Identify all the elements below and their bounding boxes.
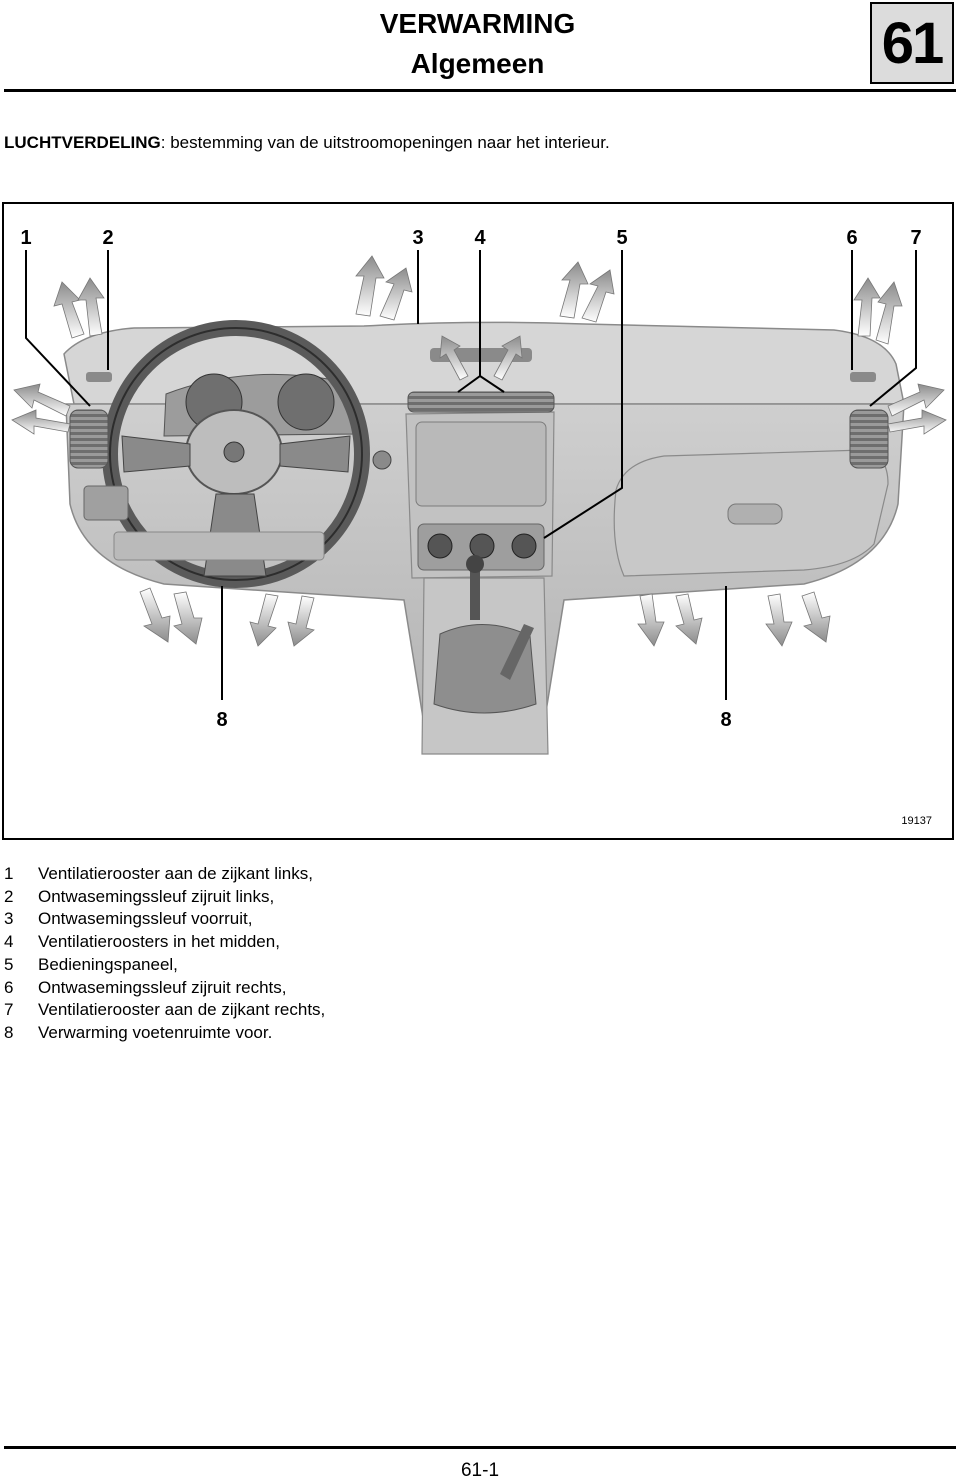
page-subtitle: Algemeen: [410, 48, 545, 79]
callout-8-left: 8: [216, 709, 227, 731]
legend-number: 8: [4, 1022, 14, 1042]
legend-number: 7: [4, 1000, 14, 1020]
figure-reference: 19137: [901, 815, 932, 827]
legend-item: 8 Verwarming voetenruimte voor.: [4, 1022, 325, 1045]
legend-item: 6 Ontwasemingssleuf zijruit rechts,: [4, 977, 325, 1000]
page-title-block: VERWARMING Algemeen: [300, 4, 655, 84]
legend-list: 1 Ventilatierooster aan de zijkant links,…: [4, 863, 325, 1045]
legend-text: Ventilatieroosters in het midden,: [38, 932, 280, 952]
legend-item: 3 Ontwasemingssleuf voorruit,: [4, 908, 325, 931]
legend-number: 5: [4, 954, 14, 974]
legend-item: 5 Bedieningspaneel,: [4, 954, 325, 977]
airflow-arrows-up: [53, 255, 903, 345]
callout-labels: 1 2 3 4 5 6 7 8 8: [20, 227, 921, 731]
legend-text: Ontwasemingssleuf zijruit rechts,: [38, 977, 287, 997]
center-vents: [407, 391, 555, 413]
dashboard-drawing: 1 2 3 4 5 6 7 8 8 19137: [11, 227, 947, 827]
callout-2: 2: [102, 227, 113, 249]
airflow-arrows-side: [11, 335, 947, 435]
page-title: VERWARMING: [379, 8, 576, 39]
legend-item: 1 Ventilatierooster aan de zijkant links,: [4, 863, 325, 886]
intro-line: LUCHTVERDELING: bestemming van de uitstr…: [4, 133, 610, 153]
callout-8-right: 8: [720, 709, 731, 731]
callout-lines: [25, 250, 917, 700]
left-side-defrost-slot: [86, 372, 112, 382]
footer-divider: [4, 1446, 956, 1449]
legend-item: 2 Ontwasemingssleuf zijruit links,: [4, 886, 325, 909]
intro-term: LUCHTVERDELING: [4, 133, 161, 152]
legend-item: 4 Ventilatieroosters in het midden,: [4, 931, 325, 954]
legend-number: 1: [4, 864, 14, 883]
glovebox-handle: [727, 503, 783, 525]
gear-boot: [433, 624, 537, 714]
legend-text: Ventilatierooster aan de zijkant rechts,: [38, 1000, 326, 1020]
legend-text: Ontwasemingssleuf voorruit,: [38, 909, 253, 929]
legend-text: Ontwasemingssleuf zijruit links,: [38, 886, 275, 906]
callout-1: 1: [20, 227, 31, 249]
left-side-vent: [69, 409, 109, 469]
legend-number: 4: [4, 932, 14, 952]
page-number: 61-1: [460, 1460, 500, 1481]
callout-4: 4: [474, 227, 486, 249]
legend-item: 7 Ventilatierooster aan de zijkant rechts…: [4, 999, 325, 1022]
legend-text: Verwarming voetenruimte voor.: [38, 1022, 273, 1042]
legend-number: 3: [4, 909, 14, 929]
callout-7: 7: [910, 227, 921, 249]
callout-5: 5: [616, 227, 627, 249]
legend-text: Bedieningspaneel,: [38, 954, 178, 974]
intro-text: : bestemming van de uitstroomopeningen n…: [160, 133, 610, 152]
center-screen: [415, 421, 547, 507]
legend-number: 2: [4, 886, 14, 906]
header-divider: [4, 89, 956, 92]
airflow-arrows-down: [139, 587, 831, 647]
chapter-number-badge: 61: [870, 2, 954, 84]
callout-3: 3: [412, 227, 423, 249]
legend-text: Ventilatierooster aan de zijkant links,: [38, 864, 313, 883]
callout-6: 6: [846, 227, 857, 249]
right-side-vent: [849, 409, 889, 469]
right-side-defrost-slot: [850, 372, 876, 382]
legend-number: 6: [4, 977, 14, 997]
dashboard-illustration: 1 2 3 4 5 6 7 8 8 19137: [2, 202, 954, 840]
